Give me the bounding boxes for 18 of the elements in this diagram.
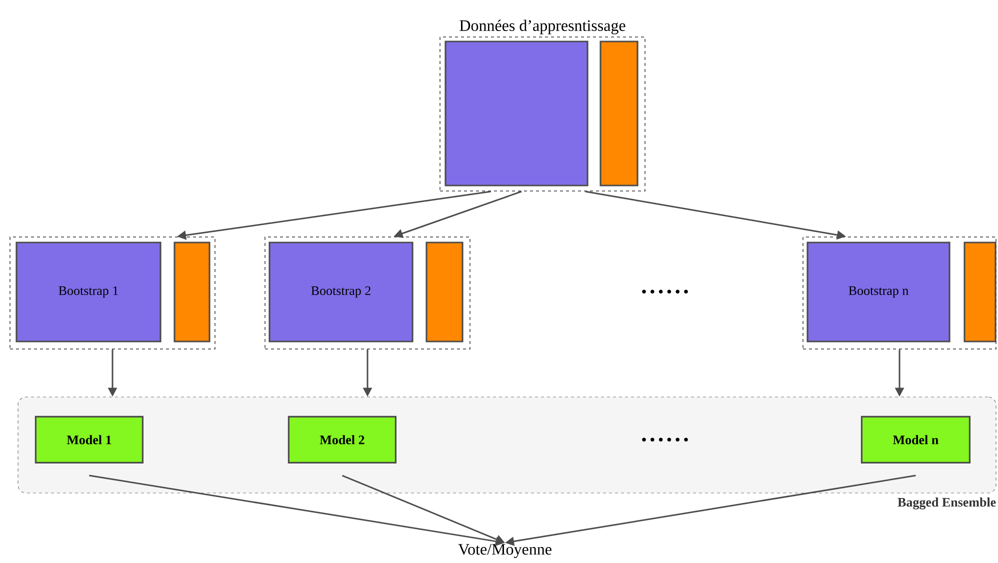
data-box — [444, 40, 588, 186]
data-box: Bootstrap n — [806, 242, 950, 342]
model-box: Model 2 — [288, 416, 396, 464]
ellipsis-dots: • • • • • • — [642, 438, 688, 442]
heading: Données d’appresntissage — [460, 20, 626, 34]
data-bar — [964, 242, 996, 342]
model-box: Model n — [860, 416, 970, 464]
data-bar — [174, 242, 210, 342]
ellipsis-dots: • • • • • • — [642, 290, 688, 294]
data-bar — [600, 40, 638, 186]
data-bar — [426, 242, 464, 342]
data-box: Bootstrap 1 — [16, 242, 162, 342]
dashed-group-box — [10, 236, 216, 350]
model-box: Model 1 — [34, 416, 144, 464]
result-text: Vote/Moyenne — [458, 544, 552, 558]
panel-caption: Bagged Ensemble — [898, 498, 996, 510]
data-box: Bootstrap 2 — [268, 242, 414, 342]
dashed-group-box — [264, 236, 470, 350]
